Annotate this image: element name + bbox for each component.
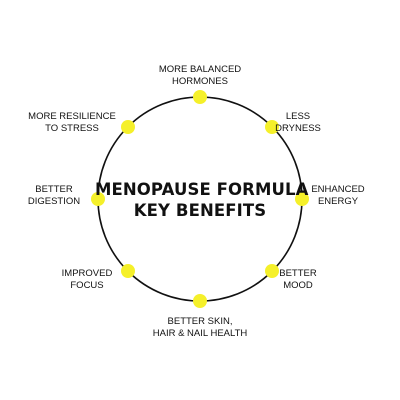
benefit-label-line: MORE RESILIENCE bbox=[28, 111, 116, 122]
benefit-label-skin-hair-nail: BETTER SKIN, HAIR & NAIL HEALTH bbox=[130, 316, 270, 340]
benefit-label-line: LESS bbox=[285, 111, 311, 122]
diagram-title-line-1: MENOPAUSE FORMULA bbox=[95, 180, 309, 199]
benefit-label-line: IMPROVED bbox=[61, 268, 113, 279]
benefit-label-line: ENERGY bbox=[317, 196, 359, 207]
benefit-label-line: HAIR & NAIL HEALTH bbox=[152, 328, 248, 339]
benefit-label-balanced-hormones: MORE BALANCED HORMONES bbox=[140, 64, 260, 88]
benefit-label-better-digestion: BETTER DIGESTION bbox=[22, 184, 86, 208]
benefit-label-line: DIGESTION bbox=[27, 196, 81, 207]
dot-balanced-hormones bbox=[193, 90, 207, 104]
benefit-label-line: FOCUS bbox=[70, 280, 104, 291]
diagram-title: MENOPAUSE FORMULA KEY BENEFITS bbox=[95, 179, 309, 221]
dot-skin-hair-nail bbox=[193, 294, 207, 308]
benefit-label-line: MOOD bbox=[283, 280, 313, 291]
benefit-label-better-mood: BETTER MOOD bbox=[268, 268, 328, 292]
dot-enhanced-energy bbox=[295, 192, 309, 206]
benefit-label-improved-focus: IMPROVED FOCUS bbox=[52, 268, 122, 292]
benefit-label-line: TO STRESS bbox=[45, 123, 99, 134]
dot-better-digestion bbox=[91, 192, 105, 206]
benefit-label-line: BETTER bbox=[279, 268, 317, 279]
benefit-label-line: ENHANCED bbox=[311, 184, 365, 195]
dot-less-dryness bbox=[265, 120, 279, 134]
dot-resilience-stress bbox=[121, 120, 135, 134]
diagram-title-line-2: KEY BENEFITS bbox=[133, 201, 267, 220]
benefit-label-line: BETTER bbox=[35, 184, 73, 195]
benefit-label-line: BETTER SKIN, bbox=[167, 316, 233, 327]
benefit-label-resilience-stress: MORE RESILIENCE TO STRESS bbox=[22, 111, 122, 135]
benefit-label-enhanced-energy: ENHANCED ENERGY bbox=[298, 184, 378, 208]
dot-improved-focus bbox=[121, 264, 135, 278]
benefit-label-line: MORE BALANCED bbox=[158, 64, 242, 75]
benefit-label-line: DRYNESS bbox=[275, 123, 321, 134]
benefit-label-line: HORMONES bbox=[172, 76, 228, 87]
dot-better-mood bbox=[265, 264, 279, 278]
benefit-label-less-dryness: LESS DRYNESS bbox=[268, 111, 328, 135]
